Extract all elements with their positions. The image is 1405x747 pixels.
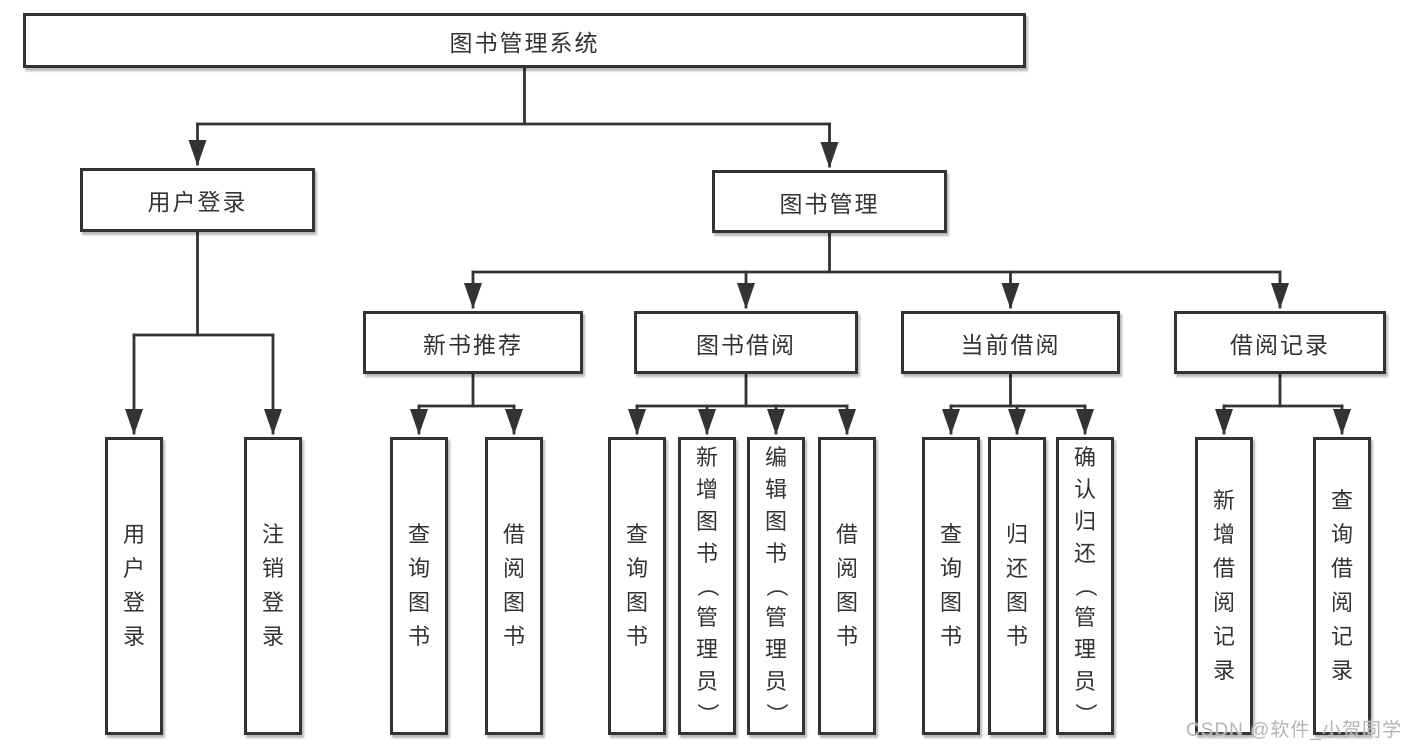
leaf-label-char: 记 [1330,624,1353,649]
leaf-label-char: 增 [1212,522,1235,547]
leaf-label-char: 借 [1212,556,1235,581]
leaf-query-books: 查询图书 [922,437,980,735]
leaf-add-borrow-record: 新增借阅记录 [1195,437,1253,735]
leaf-query-books: 查询图书 [608,437,666,735]
leaf-label-char: 询 [625,556,648,581]
leaf-logout: 注销登录 [244,437,302,735]
leaf-borrow-books: 借阅图书 [818,437,876,735]
leaf-label-char: 确 [1073,445,1096,470]
leaf-label-char: 归 [1073,509,1096,534]
leaf-label-char: 借 [1330,556,1353,581]
leaf-label-char: 询 [1330,522,1353,547]
leaf-label-char: 查 [1330,488,1353,513]
leaf-label-char: 书 [695,541,718,566]
leaf-label-char: ） [1073,702,1098,725]
leaf-label-char: 图 [939,590,962,615]
leaf-label-char: 录 [122,624,145,649]
leaf-label-char: 编 [764,445,787,470]
leaf-label-char: 管 [764,605,787,630]
leaf-label-char: 新 [695,445,718,470]
leaf-label-char: 书 [764,541,787,566]
leaf-label-char: （ [764,574,789,597]
leaf-label-char: 书 [407,624,430,649]
leaf-confirm-return-admin: 确认归还 （ 管理员 ） [1056,437,1114,735]
leaf-label-char: 记 [1212,624,1235,649]
leaf-label-char: 录 [1212,658,1235,683]
leaf-label-char: 阅 [835,556,858,581]
leaf-label-char: 图 [835,590,858,615]
leaf-label-char: 图 [695,509,718,534]
node-new-book-recommend: 新书推荐 [363,311,583,374]
leaf-label-char: 辑 [764,477,787,502]
leaf-label-char: 还 [1005,556,1028,581]
leaf-label-char: 阅 [1330,590,1353,615]
leaf-label-char: 新 [1212,488,1235,513]
leaf-label-char: 借 [502,522,525,547]
leaf-label-char: 用 [122,522,145,547]
leaf-label-char: 注 [261,522,284,547]
leaf-label-char: 图 [764,509,787,534]
node-borrowing-records: 借阅记录 [1174,311,1386,374]
leaf-label-char: 阅 [502,556,525,581]
leaf-label-char: 查 [625,522,648,547]
leaf-label-char: 增 [695,477,718,502]
leaf-label-char: 还 [1073,541,1096,566]
leaf-return-book: 归还图书 [988,437,1046,735]
leaf-label-char: ） [764,702,789,725]
leaf-label-char: 理 [1073,637,1096,662]
leaf-label-char: 阅 [1212,590,1235,615]
leaf-user-login: 用户登录 [105,437,163,735]
leaf-label-char: 书 [1005,624,1028,649]
leaf-label-char: 图 [502,590,525,615]
leaf-label-char: 录 [261,624,284,649]
csdn-watermark: CSDN @软件_小贺同学 [1186,720,1402,741]
leaf-label-char: 书 [939,624,962,649]
leaf-label-char: 员 [1073,669,1096,694]
leaf-query-books: 查询图书 [390,437,448,735]
leaf-label-char: 查 [407,522,430,547]
leaf-label-char: 归 [1005,522,1028,547]
leaf-label-char: 员 [695,669,718,694]
leaf-label-char: 书 [625,624,648,649]
leaf-label-char: 借 [835,522,858,547]
leaf-label-char: ） [695,702,720,725]
leaf-add-book-admin: 新增图书 （ 管理员 ） [678,437,736,735]
leaf-label-char: 图 [1005,590,1028,615]
leaf-label-char: 书 [835,624,858,649]
leaf-label-char: 图 [625,590,648,615]
leaf-label-char: （ [695,574,720,597]
leaf-label-char: （ [1073,574,1098,597]
leaf-query-borrow-record: 查询借阅记录 [1313,437,1371,735]
node-root-system: 图书管理系统 [23,13,1026,68]
leaf-label-char: 理 [764,637,787,662]
node-current-borrowing: 当前借阅 [901,311,1120,374]
leaf-label-char: 认 [1073,477,1096,502]
leaf-label-char: 登 [261,590,284,615]
leaf-borrow-books: 借阅图书 [485,437,543,735]
leaf-label-char: 书 [502,624,525,649]
node-user-login: 用户登录 [80,168,315,232]
node-book-borrowing: 图书借阅 [634,311,858,374]
leaf-label-char: 管 [1073,605,1096,630]
node-book-management: 图书管理 [712,170,947,233]
leaf-label-char: 登 [122,590,145,615]
leaf-label-char: 查 [939,522,962,547]
leaf-label-char: 询 [939,556,962,581]
leaf-label-char: 录 [1330,658,1353,683]
leaf-label-char: 员 [764,669,787,694]
leaf-label-char: 理 [695,637,718,662]
leaf-edit-book-admin: 编辑图书 （ 管理员 ） [747,437,805,735]
leaf-label-char: 管 [695,605,718,630]
leaf-label-char: 销 [261,556,284,581]
leaf-label-char: 户 [122,556,145,581]
leaf-label-char: 图 [407,590,430,615]
leaf-label-char: 询 [407,556,430,581]
